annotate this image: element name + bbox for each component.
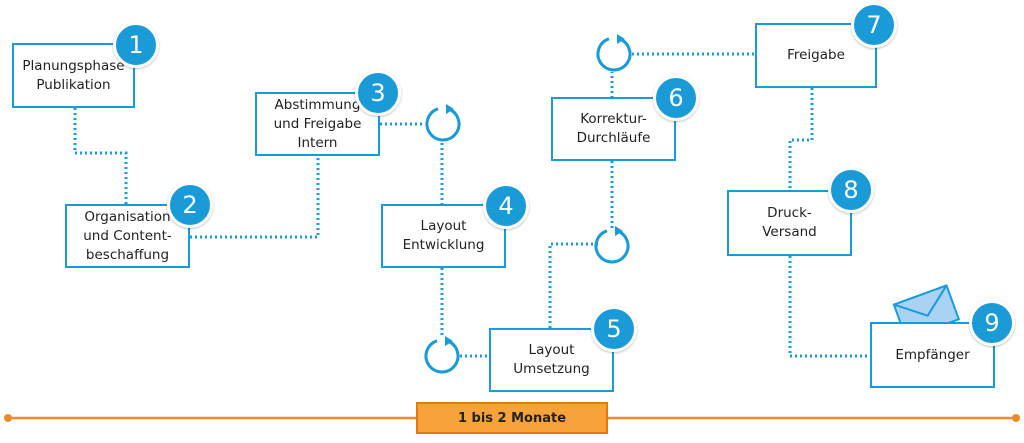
step-badge-7: 7 — [851, 2, 897, 48]
step-badge-9: 9 — [969, 300, 1015, 346]
step-box-5: Layout Umsetzung — [489, 328, 614, 392]
step-badge-8: 8 — [828, 167, 874, 213]
cycle-icon — [596, 32, 632, 72]
timeline-duration-label: 1 bis 2 Monate — [416, 402, 608, 434]
connector-1-2 — [73, 108, 128, 205]
step-badge-6: 6 — [653, 75, 699, 121]
timeline-end-dot — [1012, 414, 1020, 422]
step-badge-5: 5 — [591, 306, 637, 352]
connector-5-cycle — [548, 242, 600, 328]
step-badge-1: 1 — [113, 22, 159, 68]
connectors — [73, 52, 870, 358]
connector-2-3 — [190, 157, 320, 239]
step-badge-4: 4 — [483, 183, 529, 229]
cycle-icon — [424, 334, 460, 374]
connector-8-9 — [788, 256, 870, 358]
step-badge-2: 2 — [167, 182, 213, 228]
cycle-icon — [594, 224, 630, 264]
timeline-start-dot — [4, 414, 12, 422]
step-badge-3: 3 — [355, 70, 401, 116]
connector-7-8 — [788, 88, 814, 190]
cycle-icon — [425, 102, 461, 142]
